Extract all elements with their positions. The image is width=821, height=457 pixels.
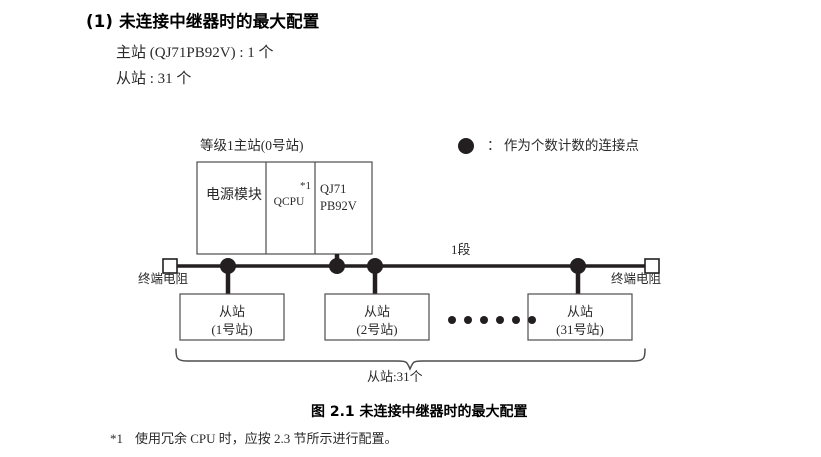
figure-caption: 图 2.1 未连接中继器时的最大配置	[311, 404, 528, 420]
module-cpu-footnote-mark: *1	[300, 180, 311, 192]
terminator-left-symbol	[162, 258, 178, 274]
spec-slave-count: 从站 : 31 个	[116, 71, 192, 87]
segment-label: 1段	[451, 242, 471, 257]
module-label-power: 电源模块	[206, 188, 262, 203]
spec-master-count: 主站 (QJ71PB92V) : 1 个	[116, 45, 274, 61]
slave-group-brace	[175, 348, 646, 371]
legend-marker-icon	[458, 138, 474, 154]
connection-dot-slave31	[570, 258, 586, 274]
slave-31-station: (31号站)	[556, 321, 604, 337]
module-label-network: QJ71 PB92V	[320, 181, 357, 215]
legend-text: ： 作为个数计数的连接点	[487, 138, 639, 153]
terminator-right-label: 终端电阻	[611, 272, 662, 286]
terminator-left-label: 终端电阻	[138, 272, 189, 286]
module-network-line1: QJ71	[320, 182, 347, 196]
slave-31-name: 从站	[566, 304, 593, 319]
ellipsis-dots	[448, 316, 536, 324]
slave-2-name: 从站	[363, 304, 390, 319]
footnote-mark: *1	[110, 431, 123, 446]
slave-label-1: 从站 (1号站)	[180, 303, 284, 338]
master-station-title: 等级1主站(0号站)	[200, 138, 304, 153]
connection-dot-master	[329, 258, 345, 274]
slave-2-station: (2号站)	[356, 321, 398, 337]
section-heading: (1) 未连接中继器时的最大配置	[86, 12, 320, 31]
module-network-line2: PB92V	[320, 198, 357, 213]
slave-1-station: (1号站)	[211, 321, 253, 337]
slave-group-brace-label: 从站:31个	[367, 369, 423, 384]
connection-dot-slave1	[220, 258, 236, 274]
module-label-cpu: QCPU	[273, 196, 305, 208]
slave-label-31: 从站 (31号站)	[528, 303, 632, 338]
footnote-text: 使用冗余 CPU 时，应按 2.3 节所示进行配置。	[135, 431, 398, 446]
connection-dot-slave2	[367, 258, 383, 274]
terminator-right-symbol	[644, 258, 660, 274]
slave-1-name: 从站	[218, 304, 245, 319]
slave-label-2: 从站 (2号站)	[325, 303, 429, 338]
figure-footnote: *1 使用冗余 CPU 时，应按 2.3 节所示进行配置。	[110, 428, 398, 447]
